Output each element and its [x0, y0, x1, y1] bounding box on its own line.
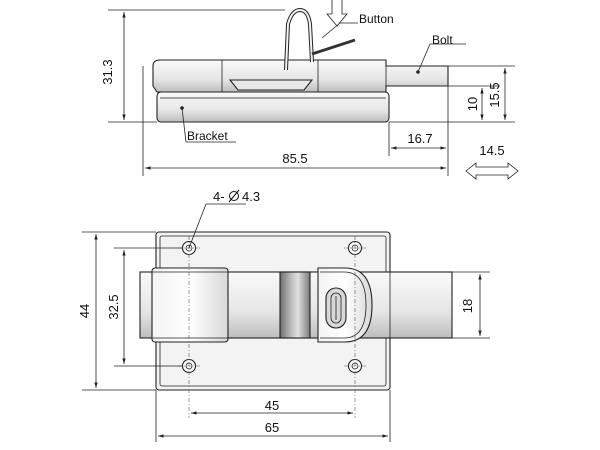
label-bolt: Bolt: [432, 33, 453, 47]
top-view: [139, 231, 453, 418]
dim-travel: 14.5: [479, 143, 504, 158]
dim-10: 10: [465, 97, 480, 111]
label-button: Button: [359, 12, 394, 26]
travel-arrow-icon: [465, 162, 519, 180]
side-callouts: Button Bolt Bracket: [180, 12, 466, 143]
dim-65: 65: [265, 420, 279, 435]
dim-18: 18: [460, 299, 475, 313]
diameter-icon: [228, 189, 240, 203]
dim-44: 44: [77, 304, 92, 318]
bolt-side: [152, 59, 449, 93]
dim-16-7: 16.7: [407, 131, 432, 146]
push-arrow-icon: [326, 0, 348, 27]
dim-32-5: 32.5: [106, 294, 121, 319]
dim-85-5: 85.5: [282, 151, 307, 166]
dim-45: 45: [265, 398, 279, 413]
side-dimensions: 31.3 15.5 10 16.7 85.5 14.5: [100, 9, 519, 180]
side-view: [152, 0, 449, 123]
dim-hole-diameter: 4.3: [242, 189, 260, 204]
bracket-side: [156, 91, 390, 123]
top-dimensions: 44 32.5 18 45 65 4- 4.3: [77, 189, 490, 442]
dim-15-5: 15.5: [487, 82, 502, 107]
dim-height-total: 31.3: [100, 59, 115, 84]
label-bracket: Bracket: [187, 129, 228, 143]
dim-holes-count: 4-: [213, 189, 225, 204]
